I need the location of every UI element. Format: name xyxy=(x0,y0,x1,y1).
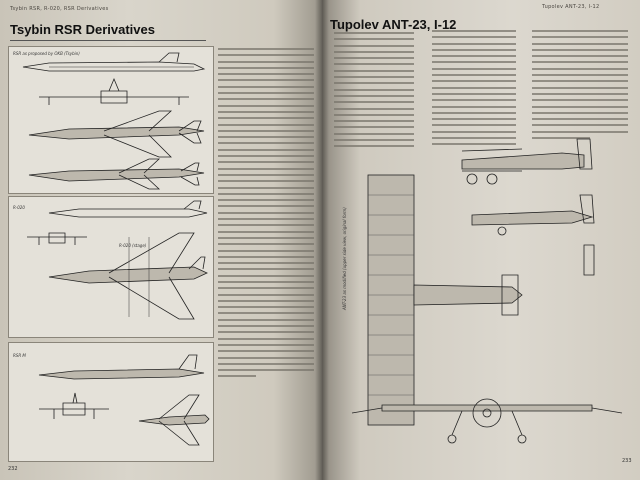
figure-label-middle: R-020 xyxy=(13,205,25,210)
left-page-number: 232 xyxy=(8,466,18,472)
rsr-drawing xyxy=(22,52,206,190)
figure-rsr-m-views: RSR M xyxy=(8,342,214,462)
right-running-head: Tupolev ANT-23, I-12 xyxy=(542,4,600,10)
figure-label-middle-variant: R-020 (stage) xyxy=(119,243,147,248)
right-body-text-col3 xyxy=(532,30,628,143)
ant23-caption: ANT-23 as modified (upper side view, ori… xyxy=(342,207,347,310)
title-rule xyxy=(10,40,206,41)
left-page-title: Tsybin RSR Derivatives xyxy=(10,22,155,37)
right-page-title: Tupolev ANT-23, I-12 xyxy=(330,17,457,32)
rsr-m-drawing xyxy=(38,354,210,446)
figure-rsr-views: RSR as proposed by OKB (Tsybin) xyxy=(8,46,214,194)
right-page-number: 233 xyxy=(622,458,632,464)
book-gutter xyxy=(315,0,329,480)
r020-drawing xyxy=(27,200,208,320)
left-body-text xyxy=(218,48,314,382)
right-page: Tupolev ANT-23, I-12 Tupolev ANT-23, I-1… xyxy=(322,0,640,480)
figure-label-top: RSR as proposed by OKB (Tsybin) xyxy=(13,51,80,56)
figure-r020-views: R-020 R-020 (stage) xyxy=(8,196,214,338)
left-page: Tsybin RSR, R-020, RSR Derivatives Tsybi… xyxy=(0,0,322,480)
right-intro-text xyxy=(334,32,414,152)
figure-label-bottom: RSR M xyxy=(13,353,26,358)
right-body-text-col2 xyxy=(432,30,516,150)
ant23-drawing xyxy=(351,138,623,444)
left-running-head: Tsybin RSR, R-020, RSR Derivatives xyxy=(10,6,109,12)
